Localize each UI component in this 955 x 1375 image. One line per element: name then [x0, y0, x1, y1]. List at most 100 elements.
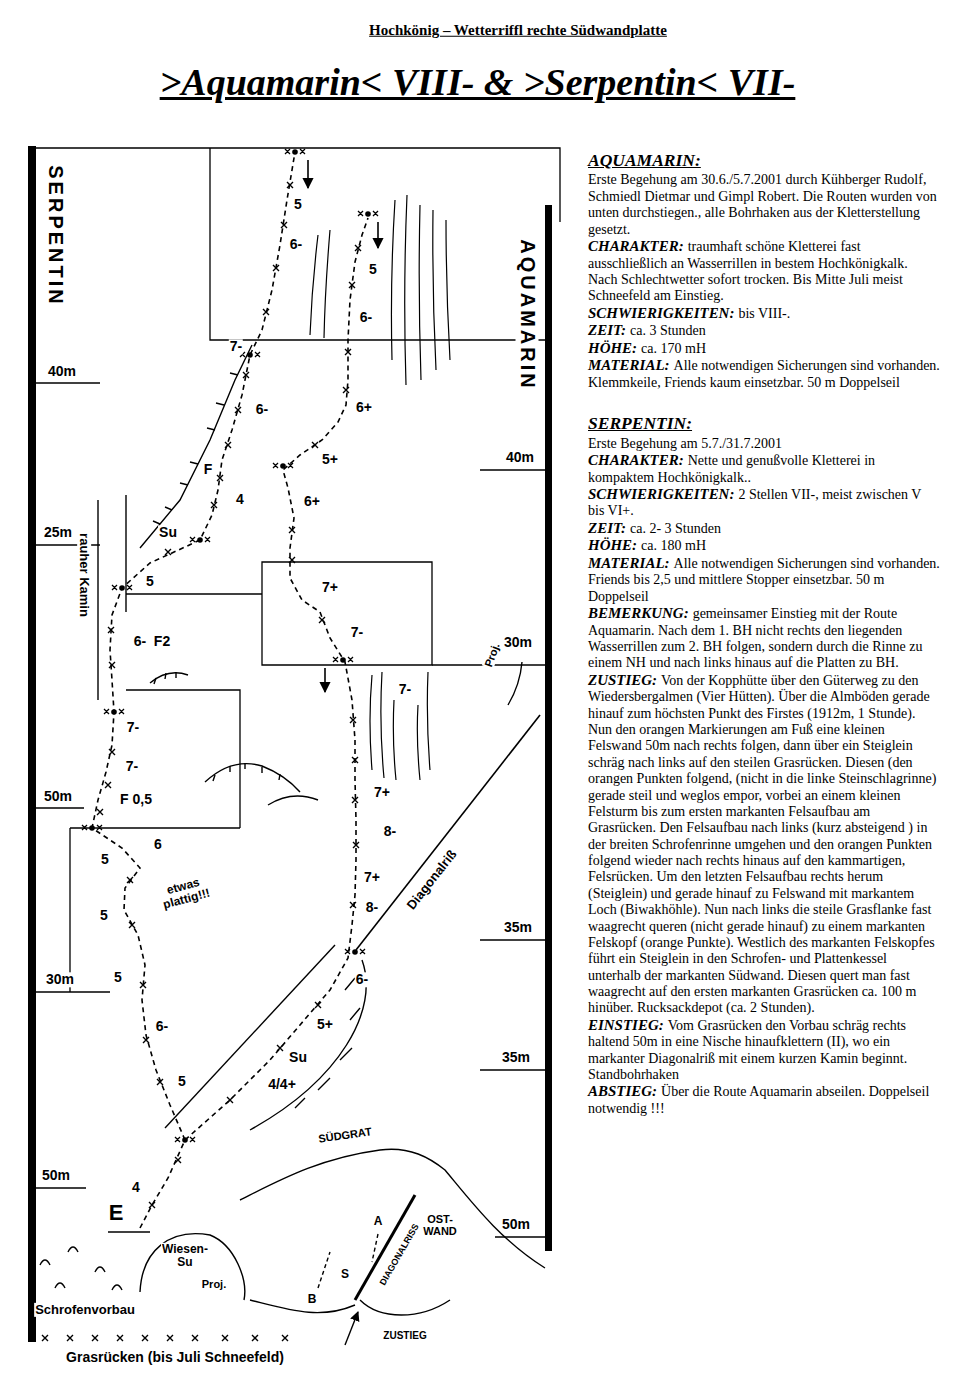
pitch-frame — [480, 1069, 545, 1070]
ground-mark — [282, 1335, 288, 1341]
pitch-frame — [262, 562, 432, 665]
bolt-mark — [108, 627, 114, 633]
description-paragraph: SCHWIERIGKEITEN: bis VIII-. — [588, 305, 940, 323]
grade-label: 6 — [153, 837, 163, 852]
ground-mark — [222, 1335, 228, 1341]
ground-mark — [142, 1335, 148, 1341]
grade-label: 5 — [99, 908, 109, 923]
rock-feature — [154, 672, 176, 684]
water-runnel — [310, 195, 450, 780]
description-paragraph: Erste Begehung am 30.6./5.7.2001 durch K… — [588, 172, 940, 238]
abseil-arrow — [324, 668, 326, 692]
water-runnel — [324, 230, 330, 338]
sketch-label: Proj. — [201, 1278, 227, 1290]
scale-bar — [28, 146, 36, 1342]
belay-station — [82, 825, 102, 831]
description-paragraph: ZUSTIEG:Von der Kopphütte über den Güter… — [588, 672, 940, 1017]
water-runnel — [381, 672, 384, 778]
bolt-mark — [312, 442, 318, 448]
description-text: ca. 180 mH — [641, 538, 706, 553]
rock-feature — [213, 763, 280, 781]
section-keyword: EINSTIEG: — [588, 1017, 664, 1033]
rock-feature — [125, 495, 126, 612]
description-paragraph: CHARAKTER:Nette und genußvolle Kletterei… — [588, 452, 940, 486]
grade-label: 5 — [368, 262, 378, 277]
section-keyword: SCHWIERIGKEITEN: — [588, 305, 734, 321]
grade-label: 7- — [229, 339, 243, 354]
bolt-mark — [289, 557, 295, 563]
belay-station — [345, 949, 365, 955]
bolt-mark — [273, 265, 279, 271]
belay-station — [82, 149, 378, 1143]
section-keyword: ZEIT: — [588, 520, 626, 536]
sketch-label: Schrofenvorbau — [34, 1303, 136, 1317]
ground-mark — [67, 1335, 73, 1341]
scale-bar — [28, 146, 552, 1342]
pitch-frame — [36, 807, 84, 808]
description-paragraph: MATERIAL:Alle notwendigen Sicherungen si… — [588, 357, 940, 391]
ground-mark — [167, 1335, 173, 1341]
approach-sketch — [345, 1312, 358, 1345]
bolt-mark — [143, 1037, 149, 1043]
route-name: AQUAMARIN — [516, 237, 539, 392]
bolt-mark — [149, 1202, 155, 1208]
bolt-mark — [315, 1002, 321, 1008]
height-mark: 50m — [41, 1168, 71, 1183]
sketch-label: DIAGONALRISS — [378, 1222, 422, 1288]
pitch-frame — [70, 827, 240, 828]
approach-sketch — [108, 1231, 150, 1232]
grade-label: F2 — [153, 634, 171, 649]
route-line — [92, 152, 368, 1228]
water-runnel — [433, 210, 436, 370]
bolt-mark — [243, 372, 249, 378]
route-line — [185, 218, 368, 1140]
ground-mark — [92, 1335, 98, 1341]
belay-station — [104, 709, 124, 715]
description-paragraph: SCHWIERIGKEITEN:2 Stellen VII-, meist zw… — [588, 486, 940, 520]
grade-label: E — [108, 1201, 125, 1225]
belay-station — [333, 657, 353, 663]
bolt-mark — [225, 442, 231, 448]
rock-feature — [508, 662, 522, 705]
grade-label: 4 — [235, 492, 245, 507]
route-line — [92, 152, 295, 1228]
belay-station — [285, 149, 305, 155]
grade-label: 6+ — [355, 400, 373, 415]
grade-label: 7+ — [373, 785, 391, 800]
sketch-label: OST- WAND — [417, 1213, 463, 1237]
section-keyword: ZUSTIEG: — [588, 672, 657, 688]
section-keyword: HÖHE: — [588, 537, 637, 553]
belay-station — [175, 1137, 195, 1143]
belay-station — [112, 585, 132, 591]
height-mark: 40m — [47, 364, 77, 379]
description-paragraph: HÖHE: ca. 180 mH — [588, 537, 940, 555]
bolt-mark — [140, 982, 146, 988]
pitch-frame — [69, 828, 70, 992]
pitch-frame — [36, 991, 110, 992]
water-runnel — [405, 195, 407, 385]
approach-sketch — [372, 1234, 378, 1262]
grade-label: 6- — [155, 1019, 169, 1034]
sketch-label: SÜDGRAT — [317, 1125, 374, 1145]
grade-label: 7- — [125, 759, 139, 774]
abseil-arrow — [377, 222, 379, 248]
description-paragraph: HÖHE:ca. 170 mH — [588, 340, 940, 358]
approach-sketch — [240, 1149, 545, 1268]
grade-label: Su — [158, 525, 178, 540]
bolt-mark — [109, 662, 115, 668]
bolt-mark — [350, 902, 356, 908]
grade-label: 4/4+ — [267, 1077, 297, 1092]
description-paragraph: ZEIT:ca. 3 Stunden — [588, 322, 940, 340]
belay-station — [190, 537, 210, 543]
ground-mark — [42, 1335, 48, 1341]
description-text: Erste Begehung am 30.6./5.7.2001 durch K… — [588, 172, 937, 236]
belay-station — [273, 463, 293, 469]
approach-sketch — [360, 1300, 450, 1315]
description-text: bis VIII-. — [738, 306, 790, 321]
pitch-frame — [36, 382, 100, 383]
sketch-label: B — [307, 1293, 318, 1306]
section-keyword: BEMERKUNG: — [588, 605, 689, 621]
grade-label: 7+ — [321, 580, 339, 595]
sketch-label: ZUSTIEG — [382, 1330, 427, 1341]
water-runnel — [417, 705, 420, 780]
